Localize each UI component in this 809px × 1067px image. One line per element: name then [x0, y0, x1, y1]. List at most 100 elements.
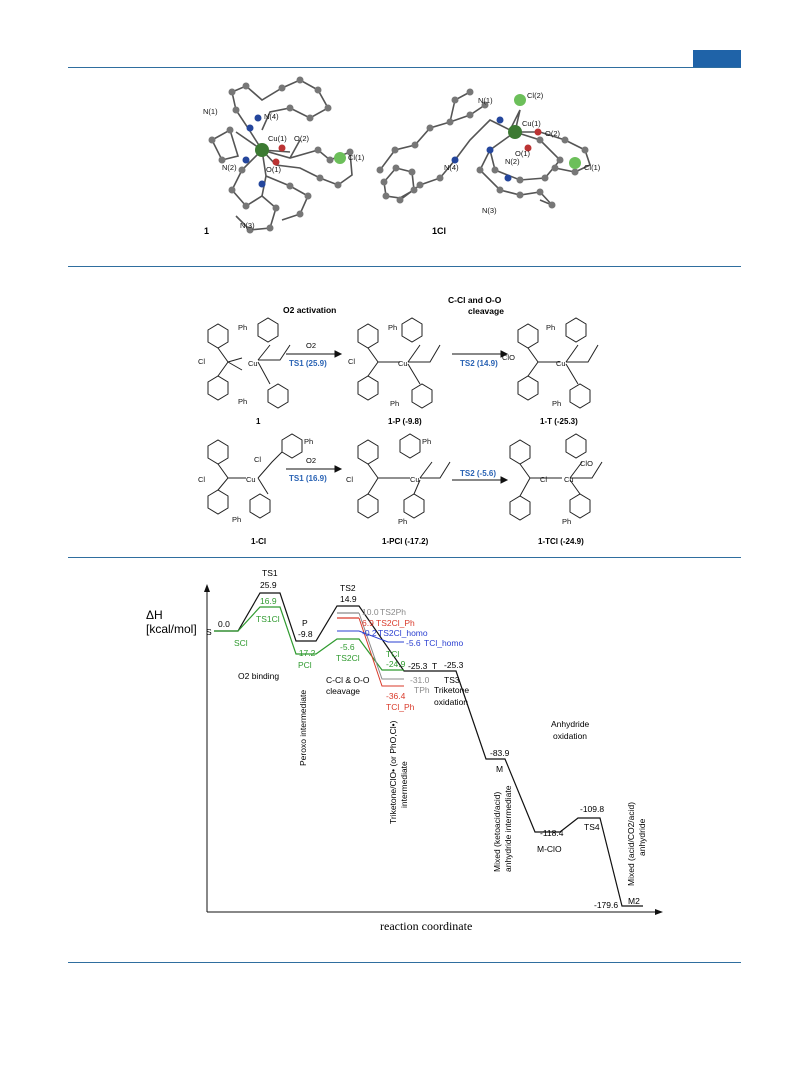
level-label-m: M: [496, 764, 503, 774]
level-label-ts1cl: TS1Cl: [256, 614, 280, 624]
atom-label: Cl(2): [527, 91, 544, 100]
annotation-mixed-2: Mixed (acid/CO2/acid): [626, 802, 636, 886]
level-value: -25.3: [444, 660, 464, 670]
structure-label-1: 1: [204, 226, 209, 236]
crystal-structure-1: N(1) N(4) Cu(1) O(2) N(2) O(1) Cl(1) N(3…: [203, 76, 365, 236]
arrow-reagent: O2: [306, 341, 316, 350]
level-value: -0.2: [362, 628, 377, 638]
frag-cl: Cl: [198, 357, 205, 366]
frag-cu: Cu: [410, 475, 420, 484]
atom-label: N(4): [264, 112, 279, 121]
frag-cl: Cl: [346, 475, 353, 484]
y-label: ΔH: [146, 608, 163, 622]
level-value: 14.9: [340, 594, 357, 604]
frag-cu: Cu: [246, 475, 256, 484]
level-label-ts2ph: TS2Ph: [380, 607, 406, 617]
annotation-anhydride-ox: oxidation: [553, 731, 587, 741]
level-value: -31.0: [410, 675, 430, 685]
arrow-ts-label: TS1 (16.9): [289, 474, 327, 483]
annotation-triketone-ox: oxidation: [434, 697, 468, 707]
frag-ph: Ph: [388, 323, 397, 332]
energy-diagram: ΔH [kcal/mol] reaction coordinate S 0.0 …: [146, 568, 663, 933]
level-value: -5.6: [406, 638, 421, 648]
frag-ph: Ph: [552, 399, 561, 408]
level-label-ts2clhomo: TS2Cl_homo: [378, 628, 428, 638]
level-value: -109.8: [580, 804, 604, 814]
rule-3: [68, 557, 741, 558]
level-label-ts3: TS3: [444, 675, 460, 685]
atom-label: N(3): [240, 221, 255, 230]
annotation-mixed-2: anhydride: [637, 818, 647, 856]
level-label-ts1: TS1: [262, 568, 278, 578]
atom-label: Cu(1): [522, 119, 541, 128]
y-label-unit: [kcal/mol]: [146, 622, 197, 636]
level-label-ts2cl: TS2Cl: [336, 653, 360, 663]
level-value: -36.4: [386, 691, 406, 701]
compound-label: 1-PCl (-17.2): [382, 537, 429, 546]
frag-ph: Ph: [562, 517, 571, 526]
frag-cu: Cu: [248, 359, 258, 368]
atom-label: N(1): [203, 107, 218, 116]
annotation-triketone-int: Triketone/ClO• (or PhO,Cl•): [388, 720, 398, 824]
level-value: -83.9: [490, 748, 510, 758]
atom-label: N(1): [478, 96, 493, 105]
level-label-t: T: [432, 661, 437, 671]
level-label-tclph: TCl_Ph: [386, 702, 415, 712]
level-value: -17.2: [296, 648, 316, 658]
frag-clo: ClO: [502, 353, 515, 362]
heading-o2-activation: O2 activation: [283, 305, 336, 315]
reaction-scheme: O2 activation C-Cl and O-O cleavage: [198, 295, 603, 546]
level-value: -5.6: [340, 642, 355, 652]
frag-cl: Cl: [254, 455, 261, 464]
level-label-p: P: [302, 618, 308, 628]
header-tab: [693, 50, 741, 67]
frag-cl: Cl: [198, 475, 205, 484]
compound-label: 1-P (-9.8): [388, 417, 422, 426]
annotation-o2-binding: O2 binding: [238, 671, 279, 681]
level-value: -24.9: [386, 659, 406, 669]
annotation-anhydride-ox: Anhydride: [551, 719, 590, 729]
level-label-tph: TPh: [414, 685, 430, 695]
level-label-ts2: TS2: [340, 583, 356, 593]
frag-ph: Ph: [304, 437, 313, 446]
arrow-ts-label: TS1 (25.9): [289, 359, 327, 368]
x-label: reaction coordinate: [380, 919, 472, 933]
atom-label: N(3): [482, 206, 497, 215]
atom-label: O(2): [294, 134, 310, 143]
level-label-tcl: TCl: [386, 649, 399, 659]
level-label-scl: SCl: [234, 638, 248, 648]
level-label-pcl: PCl: [298, 660, 312, 670]
frag-ph: Ph: [398, 517, 407, 526]
atom-label: O(1): [515, 149, 531, 158]
atom-label: O(2): [545, 129, 561, 138]
level-label-ts2clph: TS2Cl_Ph: [376, 618, 415, 628]
level-value: -9.8: [298, 629, 313, 639]
rule-bottom: [68, 962, 741, 963]
x-axis-arrow: [655, 909, 663, 915]
level-value: -118.4: [540, 828, 564, 838]
rule-top: [68, 67, 741, 68]
frag-cu: Cu: [556, 359, 566, 368]
level-value: 6.9: [362, 618, 374, 628]
frag-ph: Ph: [232, 515, 241, 524]
level-value: 10.0: [362, 607, 379, 617]
annotation-triketone-ox: Triketone: [434, 685, 469, 695]
level-label-mclo: M-ClO: [537, 844, 562, 854]
atom-label: Cl(1): [348, 153, 365, 162]
crystal-structure-1cl: N(1) Cl(2) Cu(1) O(2) N(4) O(1) N(2) Cl(…: [376, 88, 601, 236]
annotation-peroxo: Peroxo intermediate: [298, 690, 308, 766]
level-value: 16.9: [260, 596, 277, 606]
frag-ph: Ph: [390, 399, 399, 408]
atom-label: N(2): [222, 163, 237, 172]
frag-cl: Cl: [348, 357, 355, 366]
frag-ph: Ph: [238, 397, 247, 406]
level-label-tclhomo: TCl_homo: [424, 638, 463, 648]
frag-cl: Cl: [540, 475, 547, 484]
frag-ph: Ph: [422, 437, 431, 446]
level-label-ts4: TS4: [584, 822, 600, 832]
arrow-reagent: O2: [306, 456, 316, 465]
atom-label: O(1): [266, 165, 282, 174]
level-label-m2: M2: [628, 896, 640, 906]
compound-label: 1-TCl (-24.9): [538, 537, 584, 546]
